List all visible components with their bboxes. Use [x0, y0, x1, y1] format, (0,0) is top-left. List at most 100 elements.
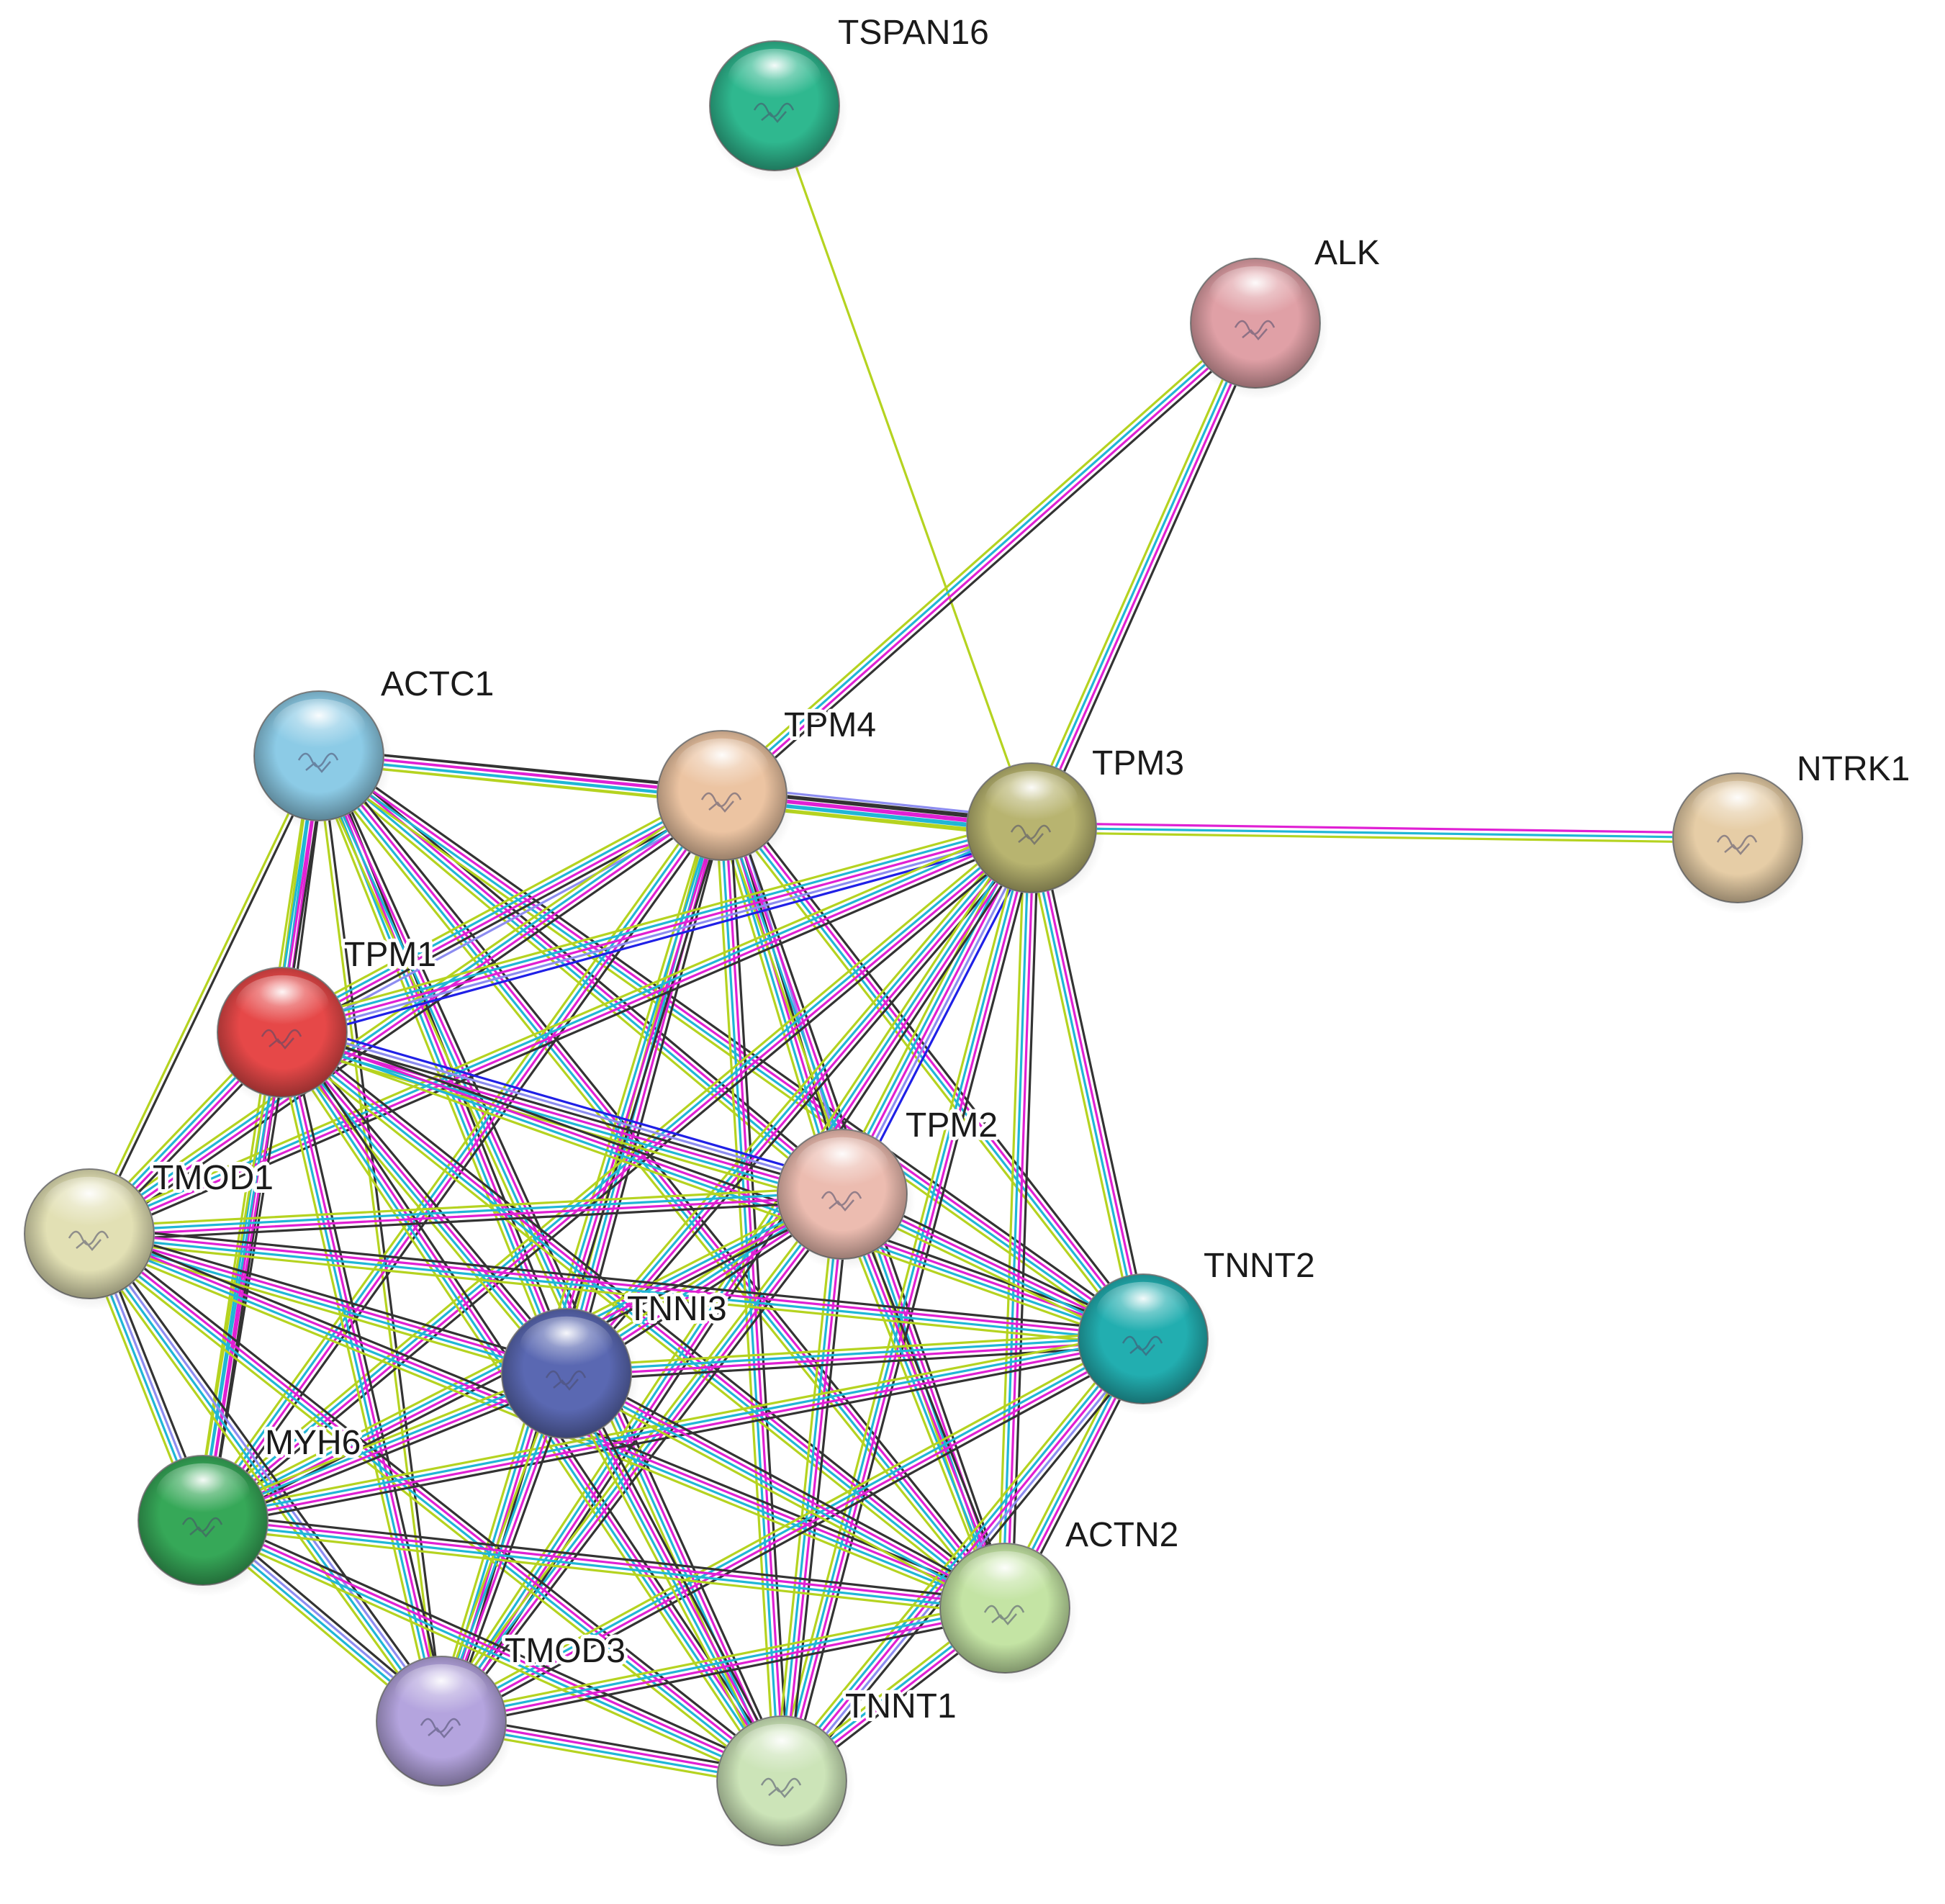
node-tmod3[interactable] [374, 1656, 515, 1797]
node-tpm1[interactable] [215, 967, 356, 1109]
edge-tspan16-tpm3[interactable] [773, 104, 1033, 829]
edge-strand-coexpression [788, 1194, 851, 1783]
node-tmod1[interactable] [22, 1168, 163, 1310]
edge-strand-database [88, 1191, 844, 1233]
edge-strand-textmining [773, 104, 1033, 829]
node-actn2[interactable] [937, 1543, 1078, 1684]
edge-tpm2-tnnt1[interactable] [773, 1192, 851, 1783]
edge-myh6-tnnt1[interactable] [199, 1512, 786, 1789]
edge-strand-database [86, 1234, 441, 1724]
edge-strand-database [315, 756, 1005, 1611]
edge-strand-experimental [567, 828, 1035, 1376]
node-tpm4[interactable] [654, 730, 795, 872]
edge-strand-coexpression [94, 1228, 448, 1718]
edge-strand-coexpression [443, 1343, 1148, 1729]
edge-tmod1-tmod3[interactable] [82, 1228, 448, 1727]
edge-strand-coexpression [283, 798, 726, 1038]
node-tpm2[interactable] [775, 1129, 916, 1271]
edge-strand-coexpression [89, 1225, 1145, 1333]
node-highlight [795, 1137, 889, 1197]
edge-strand-database [1028, 827, 1142, 1341]
edge-tpm4-tnnt1[interactable] [713, 793, 790, 1783]
edge-strand-textmining [773, 824, 1026, 1781]
edge-tpm3-tnnt2[interactable] [1023, 825, 1152, 1342]
edge-tpm4-tmod1[interactable] [84, 788, 728, 1241]
node-alk[interactable] [1188, 258, 1329, 400]
node-actc1[interactable] [251, 690, 392, 832]
edge-strand-database [86, 792, 722, 1233]
edge-strand-database [778, 1193, 841, 1782]
edge-tpm3-tpm1[interactable] [278, 817, 1036, 1043]
edge-actc1-tmod1[interactable] [86, 753, 322, 1237]
edge-actc1-tnnt1[interactable] [311, 752, 790, 1785]
edge-strand-homology [283, 1024, 846, 1189]
edge-strand-coexpression [1037, 825, 1152, 1339]
edge-strand-experimental [204, 795, 726, 1523]
node-ntrk1[interactable] [1670, 772, 1811, 914]
edge-strand-coexpression [446, 830, 1039, 1726]
edge-strand-textmining [1024, 319, 1250, 826]
edge-tmod1-tnnt1[interactable] [84, 1227, 788, 1788]
node-tnni3[interactable] [499, 1308, 640, 1450]
edge-strand-database [87, 824, 1032, 1233]
node-highlight [1691, 780, 1784, 841]
edge-strand-database [778, 826, 1031, 1782]
edge-strand-textmining [436, 1331, 1141, 1717]
edge-strand-textmining [434, 1188, 838, 1718]
edge-alk-tpm3[interactable] [1024, 319, 1263, 832]
node-tnnt2[interactable] [1075, 1273, 1217, 1415]
node-highlight [958, 1551, 1052, 1611]
edge-strand-textmining [713, 794, 776, 1783]
edge-tpm3-tnnt1[interactable] [773, 824, 1040, 1785]
edge-alk-tpm4[interactable] [716, 317, 1262, 802]
edge-strand-experimental [88, 1195, 844, 1237]
edge-tpm2-tmod1[interactable] [87, 1186, 844, 1242]
edge-strand-coexpression [283, 1024, 1147, 1334]
node-tspan16[interactable] [707, 40, 848, 182]
edge-tpm3-myh6[interactable] [197, 821, 1037, 1528]
edge-tmod1-tnnt2[interactable] [87, 1225, 1145, 1348]
edge-strand-homology [90, 1231, 445, 1721]
edge-tpm3-tmod1[interactable] [85, 820, 1036, 1242]
edge-tpm4-tpm1[interactable] [276, 785, 728, 1042]
edge-strand-experimental [203, 828, 1034, 1524]
edge-strand-coexpression [285, 1025, 1011, 1604]
edge-strand-textmining [87, 1186, 844, 1228]
edge-tnni3-actn2[interactable] [561, 1366, 1010, 1616]
node-label-tnni3: TNNI3 [627, 1290, 727, 1328]
edge-strand-textmining [276, 785, 719, 1026]
edge-tpm3-ntrk1[interactable] [1030, 821, 1739, 844]
edge-tnnt2-tnni3[interactable] [564, 1330, 1145, 1382]
node-label-ntrk1: NTRK1 [1797, 750, 1910, 788]
edge-strand-experimental [442, 828, 1035, 1724]
edge-strand-database [86, 1234, 782, 1785]
edge-strand-textmining [199, 1525, 780, 1789]
node-myh6[interactable] [135, 1455, 276, 1597]
node-tpm3[interactable] [964, 762, 1105, 904]
edge-myh6-actn2[interactable] [201, 1512, 1007, 1617]
node-tnnt1[interactable] [714, 1715, 855, 1857]
edge-strand-database [777, 1335, 1141, 1779]
edge-actn2-tmod3[interactable] [438, 1600, 1008, 1730]
edge-strand-coexpression [90, 755, 322, 1237]
edge-strand-experimental [441, 1340, 1146, 1725]
edge-strand-textmining [773, 1192, 836, 1782]
edge-strand-experimental [722, 793, 1147, 1339]
node-highlight [985, 770, 1078, 831]
edge-strand-coexpression [206, 831, 1037, 1528]
node-highlight [235, 975, 329, 1035]
edge-tpm1-tpm2[interactable] [277, 1019, 847, 1207]
edge-tnnt2-tmod3[interactable] [436, 1331, 1148, 1729]
node-highlight [675, 738, 769, 798]
edge-tpm1-tnnt2[interactable] [279, 1024, 1147, 1347]
node-highlight [394, 1664, 488, 1724]
edge-strand-database [315, 755, 781, 1783]
edge-actc1-tmod3[interactable] [315, 754, 445, 1723]
edge-strand-database [316, 756, 842, 1198]
nodes-layer [22, 40, 1811, 1857]
edge-strand-coexpression [88, 1200, 844, 1242]
edge-strand-database [438, 1335, 1144, 1720]
edge-strand-coexpression [203, 1344, 1146, 1529]
edge-strand-experimental [1032, 826, 1147, 1340]
